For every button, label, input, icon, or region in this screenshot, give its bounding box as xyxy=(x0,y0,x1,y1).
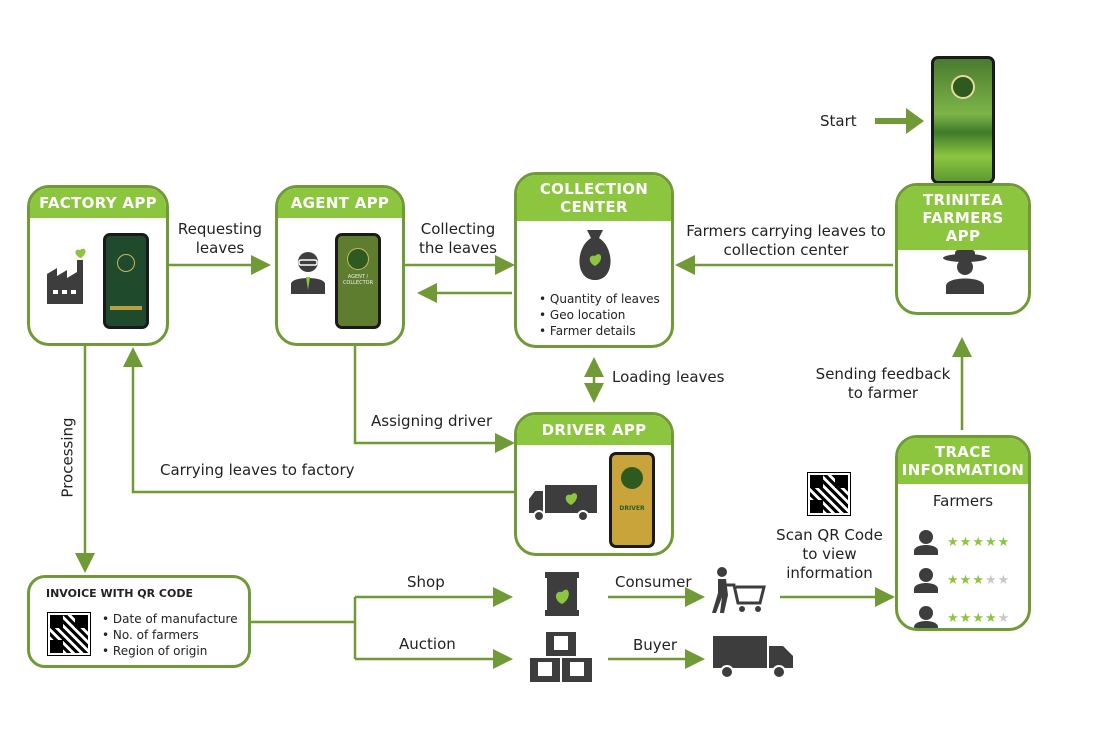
farmer-icon xyxy=(914,568,938,593)
consumer-label: Consumer xyxy=(615,573,692,591)
driver-app-title: DRIVER APP xyxy=(517,415,671,445)
shop-label: Shop xyxy=(407,573,445,591)
farmers-app-title: TRINITEA FARMERS APP xyxy=(898,186,1028,250)
factory-icon xyxy=(47,248,86,304)
phone-text: DRIVER xyxy=(619,505,645,512)
processing-label: Processing xyxy=(58,417,77,498)
collection-item: Geo location xyxy=(539,307,660,323)
factory-app-phone xyxy=(103,233,149,329)
farmer-icon xyxy=(914,530,938,555)
trace-subtitle: Farmers xyxy=(932,492,994,510)
arrow-carrying-factory xyxy=(123,347,514,494)
truck-icon xyxy=(529,485,597,522)
consumer-cart-icon xyxy=(712,567,766,613)
farmer-icon xyxy=(943,250,987,294)
driver-app-box: DRIVER APP DRIVER xyxy=(514,412,674,556)
farmers-carrying-label: Farmers carrying leaves to collection ce… xyxy=(686,222,886,259)
star-rating: ★★★★★ xyxy=(947,610,1011,626)
scan-qr-code-icon xyxy=(807,472,851,516)
farmer-icon xyxy=(914,606,938,628)
assigning-driver-label: Assigning driver xyxy=(371,412,493,430)
collection-item: Farmer details xyxy=(539,323,660,339)
agent-app-box: AGENT APP AGENT / COLLECTOR xyxy=(275,185,405,346)
driver-app-phone: DRIVER xyxy=(609,452,655,548)
collection-item: Quantity of leaves xyxy=(539,291,660,307)
trace-information-title: TRACE INFORMATION xyxy=(898,438,1028,484)
agent-app-phone: AGENT / COLLECTOR xyxy=(335,233,381,329)
farmer-rating-row: ★★★★★ xyxy=(913,599,1011,628)
start-label: Start xyxy=(820,112,857,130)
logo-icon xyxy=(117,254,135,272)
farmer-rating-row: ★★★★★ xyxy=(913,523,1010,561)
farmers-app-phone xyxy=(931,56,995,184)
auction-label: Auction xyxy=(399,635,456,653)
star-rating: ★★★★★ xyxy=(947,534,1011,550)
tea-bag-product-icon xyxy=(545,572,579,616)
arrow-invoice xyxy=(250,597,357,659)
qr-crates-icon xyxy=(530,632,592,682)
trinitea-farmers-app-box: TRINITEA FARMERS APP xyxy=(895,183,1031,315)
invoice-item: Region of origin xyxy=(102,643,238,659)
trace-information-box: TRACE INFORMATION Farmers ★★★★★ ★★★★★ ★★★★… xyxy=(895,435,1031,631)
logo-icon xyxy=(951,75,975,99)
collecting-leaves-label: Collecting the leaves xyxy=(419,220,497,257)
arrow-assigning xyxy=(353,345,515,453)
phone-text: AGENT / COLLECTOR xyxy=(342,274,374,286)
carrying-factory-label: Carrying leaves to factory xyxy=(160,461,355,479)
invoice-box: INVOICE WITH QR CODE Date of manufacture… xyxy=(27,575,251,668)
star-rating: ★★★★★ xyxy=(947,572,1011,588)
sending-feedback-label: Sending feedback to farmer xyxy=(815,365,951,402)
collection-center-box: COLLECTION CENTER Quantity of leaves Geo… xyxy=(514,172,674,348)
invoice-item: Date of manufacture xyxy=(102,611,238,627)
requesting-leaves-label: Requesting leaves xyxy=(177,220,263,257)
factory-app-title: FACTORY APP xyxy=(30,188,166,218)
farmer-rating-row: ★★★★★ xyxy=(913,561,1010,599)
buyer-label: Buyer xyxy=(633,636,678,654)
invoice-item: No. of farmers xyxy=(102,627,238,643)
scan-qr-label: Scan QR Code to view information xyxy=(776,526,883,582)
loading-leaves-label: Loading leaves xyxy=(612,368,725,386)
collection-center-title: COLLECTION CENTER xyxy=(517,175,671,221)
delivery-truck-icon xyxy=(713,636,793,679)
agent-icon xyxy=(291,252,325,294)
invoice-title: INVOICE WITH QR CODE xyxy=(46,587,193,600)
agent-app-title: AGENT APP xyxy=(278,188,402,218)
qr-code-icon xyxy=(47,612,91,656)
leaf-sack-icon xyxy=(579,230,611,280)
factory-app-box: FACTORY APP xyxy=(27,185,169,346)
